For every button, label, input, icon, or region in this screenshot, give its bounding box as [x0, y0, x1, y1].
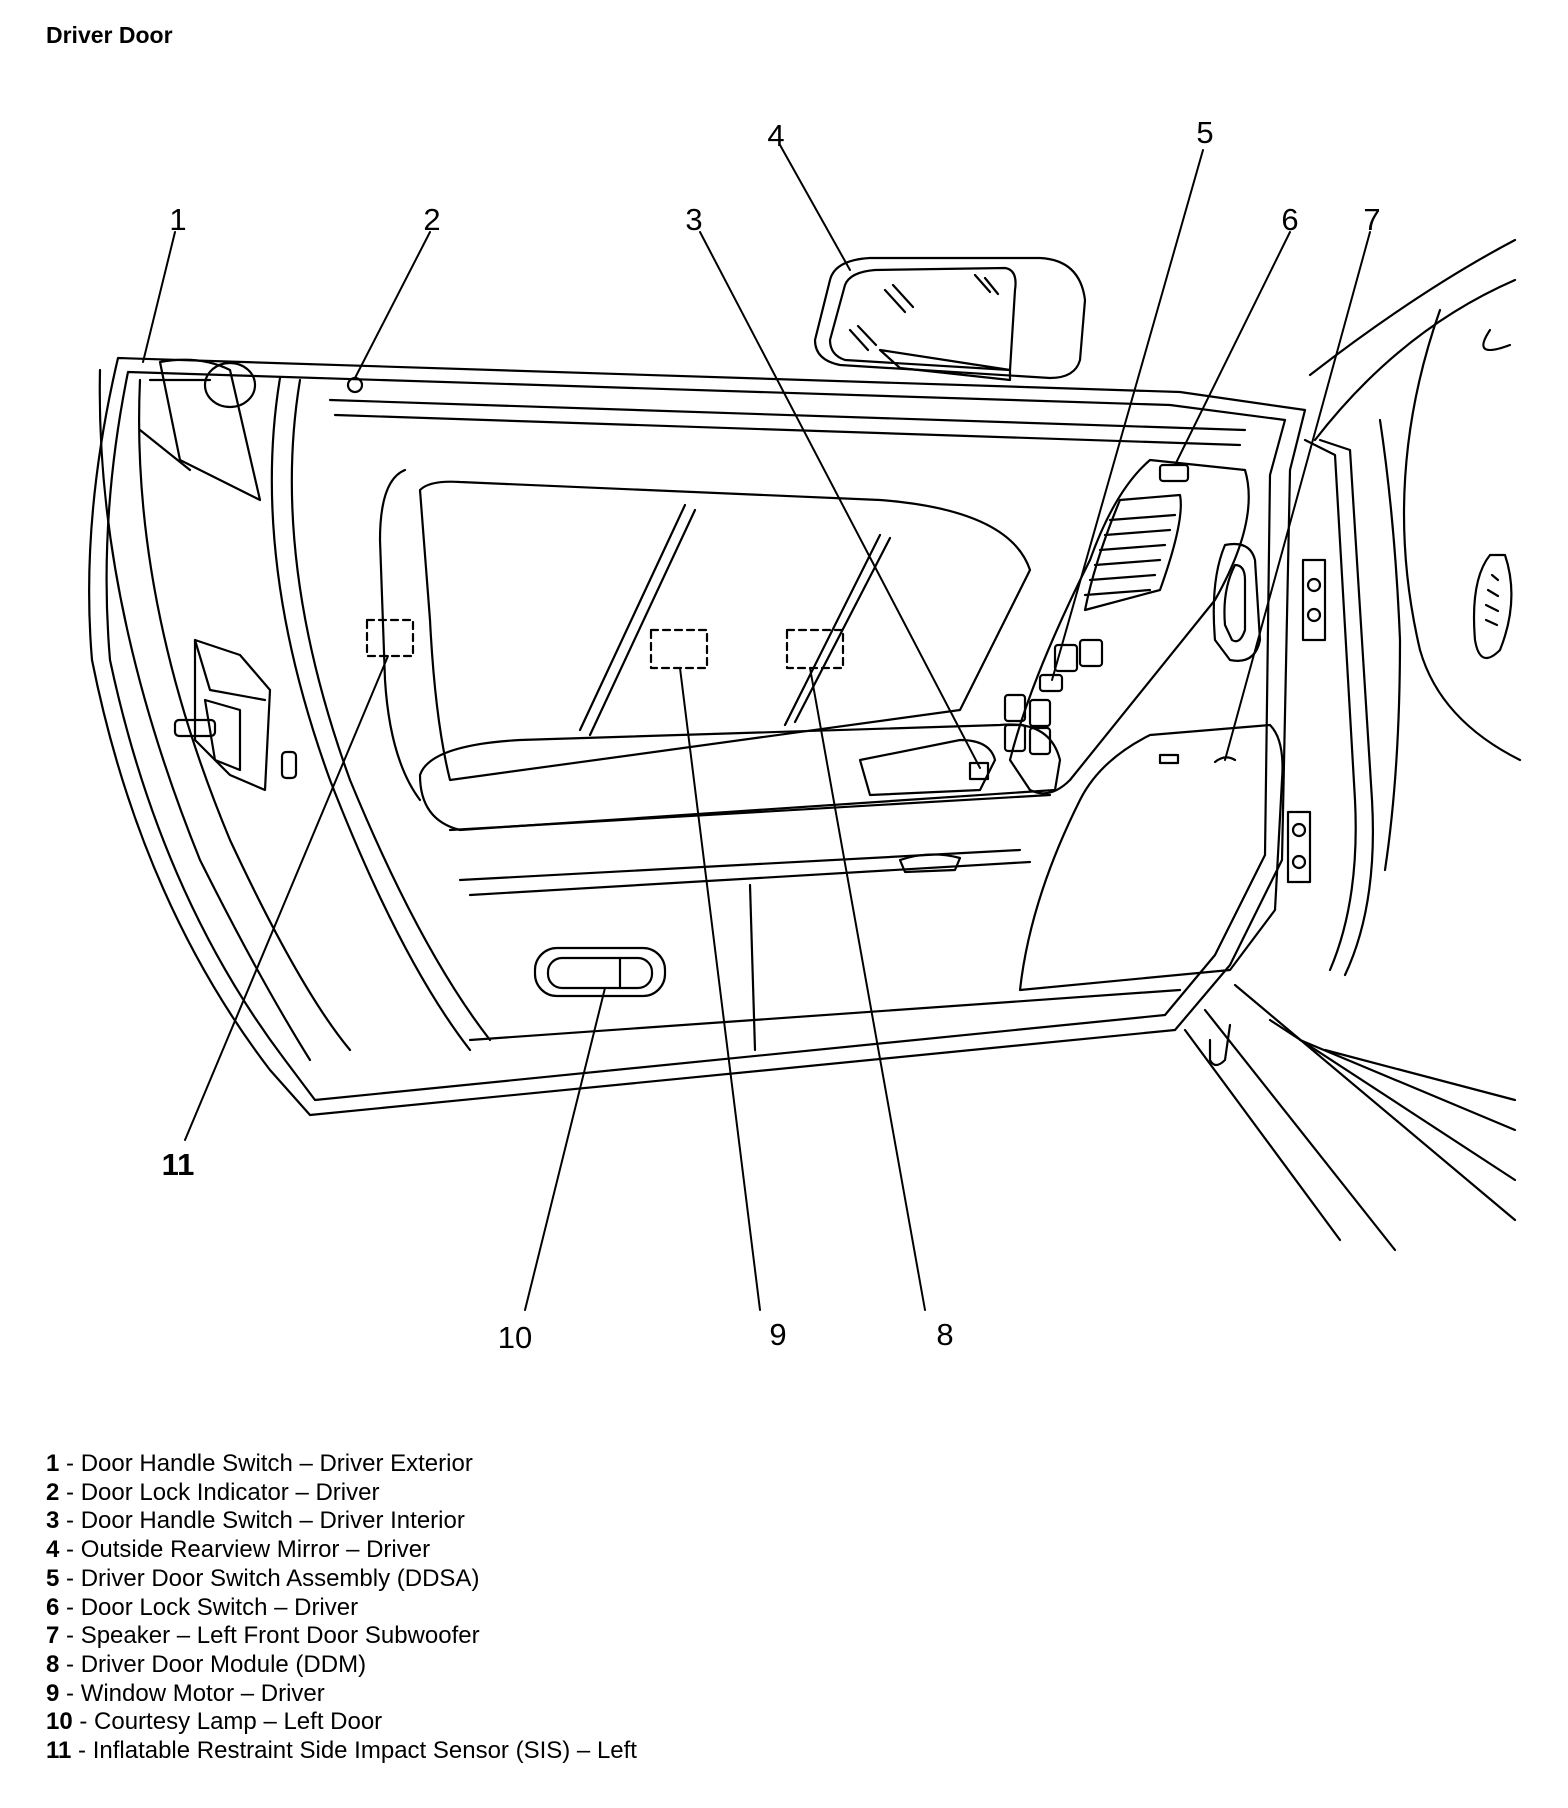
legend-item: 6 - Door Lock Switch – Driver [46, 1593, 359, 1621]
leader-line-10 [524, 987, 606, 1311]
leader-line-4 [779, 144, 851, 271]
hidden-component-boxes [365, 618, 845, 670]
callout-3: 3 [685, 202, 702, 237]
leader-line-7 [1224, 231, 1371, 761]
door-frame [88, 356, 1307, 1117]
door-switch-panel [1003, 458, 1250, 795]
page-title: Driver Door [46, 22, 173, 48]
dash-vent [1472, 553, 1513, 660]
leader-line-8 [809, 667, 926, 1311]
leader-line-5 [1051, 149, 1204, 681]
component-legend: 1 - Door Handle Switch – Driver Exterior… [46, 1450, 637, 1766]
callout-10: 10 [498, 1320, 532, 1355]
legend-item: 1 - Door Handle Switch – Driver Exterior [46, 1450, 473, 1477]
callout-7: 7 [1363, 202, 1380, 237]
body-pillar [1286, 238, 1522, 977]
callout-numbers: 1 2 3 4 5 6 7 8 9 10 11 [162, 115, 1381, 1355]
sis-sensor-location [365, 618, 415, 658]
legend-item: 8 - Driver Door Module (DDM) [46, 1650, 367, 1678]
lower-door-panel [458, 723, 1284, 1052]
callout-8: 8 [936, 1317, 953, 1352]
interior-door-handle [858, 738, 997, 797]
door-pull [1212, 542, 1262, 662]
vent-grille [1083, 493, 1182, 612]
courtesy-lamp [533, 946, 667, 998]
window-opening [378, 468, 1032, 802]
latch-mechanism [173, 638, 298, 792]
leader-line-11 [184, 655, 389, 1141]
callout-6: 6 [1281, 202, 1298, 237]
legend-item: 3 - Door Handle Switch – Driver Interior [46, 1507, 465, 1535]
legend-item: 4 - Outside Rearview Mirror – Driver [46, 1536, 431, 1564]
leader-line-6 [1174, 231, 1291, 466]
leader-line-1 [142, 231, 176, 363]
window-motor-location [649, 628, 709, 670]
callout-1: 1 [169, 202, 186, 237]
speaker-grille-mark [1158, 753, 1180, 765]
legend-item: 9 - Window Motor – Driver [46, 1679, 325, 1707]
leader-line-3 [699, 231, 981, 769]
callout-9: 9 [769, 1317, 786, 1352]
outside-mirror [813, 256, 1087, 382]
rocker-floor [1183, 983, 1517, 1252]
driver-door-diagram: 1 2 3 4 5 6 7 8 9 10 11 [88, 115, 1522, 1355]
ddsa-switch [1038, 673, 1064, 693]
legend-item: 11 - Inflatable Restraint Side Impact Se… [46, 1737, 637, 1765]
door-module-location [785, 628, 845, 670]
callout-11: 11 [162, 1147, 195, 1182]
legend-item: 2 - Door Lock Indicator – Driver [46, 1478, 380, 1506]
door-lock-switch [1158, 463, 1190, 483]
upper-trim [138, 358, 1247, 502]
legend-item: 5 - Driver Door Switch Assembly (DDSA) [46, 1564, 480, 1592]
leader-line-2 [354, 231, 431, 379]
legend-item: 7 - Speaker – Left Front Door Subwoofer [46, 1622, 480, 1650]
callout-5: 5 [1196, 115, 1213, 150]
leader-lines [142, 144, 1371, 1311]
callout-4: 4 [767, 118, 784, 153]
leader-line-9 [679, 667, 761, 1311]
callout-2: 2 [423, 202, 440, 237]
armrest [418, 723, 1062, 874]
legend-item: 10 - Courtesy Lamp – Left Door [46, 1708, 383, 1736]
